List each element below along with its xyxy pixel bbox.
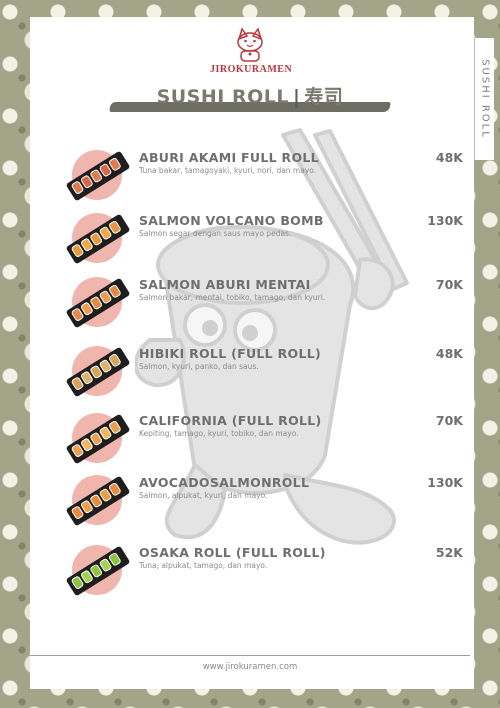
item-name: AVOCADOSALMONROLL <box>139 475 310 490</box>
item-name: SALMON VOLCANO BOMB <box>139 213 324 228</box>
item-price: 130K <box>427 475 463 490</box>
item-description: Kepiting, tamago, kyuri, tobiko, dan may… <box>139 429 299 438</box>
page-title: SUSHI ROLL|寿司 <box>110 82 390 109</box>
item-description: Salmon bakar, mentai, tobiko, tamago, da… <box>139 293 326 302</box>
footer-url: www.jirokuramen.com <box>202 662 298 672</box>
title-separator: | <box>292 86 301 108</box>
item-description: Salmon, kyuri, panko, dan saus. <box>139 362 259 371</box>
item-name: HIBIKI ROLL (FULL ROLL) <box>139 346 321 361</box>
title-main: SUSHI ROLL <box>156 86 289 108</box>
brand-logo <box>210 25 290 63</box>
item-name: ABURI AKAMI FULL ROLL <box>139 150 319 165</box>
menu-item: SALMON ABURI MENTAI Salmon bakar, mentai… <box>0 277 500 337</box>
item-price: 48K <box>435 150 463 165</box>
item-price: 52K <box>435 545 463 560</box>
section-header: SUSHI ROLL|寿司 <box>109 82 391 114</box>
item-price: 130K <box>427 213 463 228</box>
brand-name: JIROKURAMEN <box>210 64 293 75</box>
footer-divider <box>30 655 470 656</box>
item-name: SALMON ABURI MENTAI <box>139 277 311 292</box>
item-price: 70K <box>435 413 463 428</box>
item-description: Salmon, alpukat, kyuri, dan mayo. <box>139 491 268 500</box>
side-tab: SUSHI ROLL <box>474 38 494 160</box>
menu-item: OSAKA ROLL (FULL ROLL) Tuna, alpukat, ta… <box>0 545 500 605</box>
sushi-roll-mascot-icon <box>135 128 409 545</box>
item-description: Tuna bakar, tamagoyaki, kyuri, nori, dan… <box>139 166 317 175</box>
side-tab-label: SUSHI ROLL <box>479 59 490 139</box>
menu-item: HIBIKI ROLL (FULL ROLL) Salmon, kyuri, p… <box>0 346 500 406</box>
item-name: OSAKA ROLL (FULL ROLL) <box>139 545 326 560</box>
menu-item: AVOCADOSALMONROLL Salmon, alpukat, kyuri… <box>0 475 500 535</box>
menu-item: SALMON VOLCANO BOMB Salmon segar dengan … <box>0 213 500 273</box>
menu-item: CALIFORNIA (FULL ROLL) Kepiting, tamago,… <box>0 413 500 473</box>
title-japanese: 寿司 <box>304 86 344 108</box>
item-price: 70K <box>435 277 463 292</box>
item-name: CALIFORNIA (FULL ROLL) <box>139 413 322 428</box>
item-price: 48K <box>435 346 463 361</box>
item-description: Salmon segar dengan saus mayo pedas. <box>139 229 292 238</box>
lucky-cat-icon <box>237 27 263 62</box>
menu-item: ABURI AKAMI FULL ROLL Tuna bakar, tamago… <box>0 150 500 210</box>
item-description: Tuna, alpukat, tamago, dan mayo. <box>139 561 268 570</box>
